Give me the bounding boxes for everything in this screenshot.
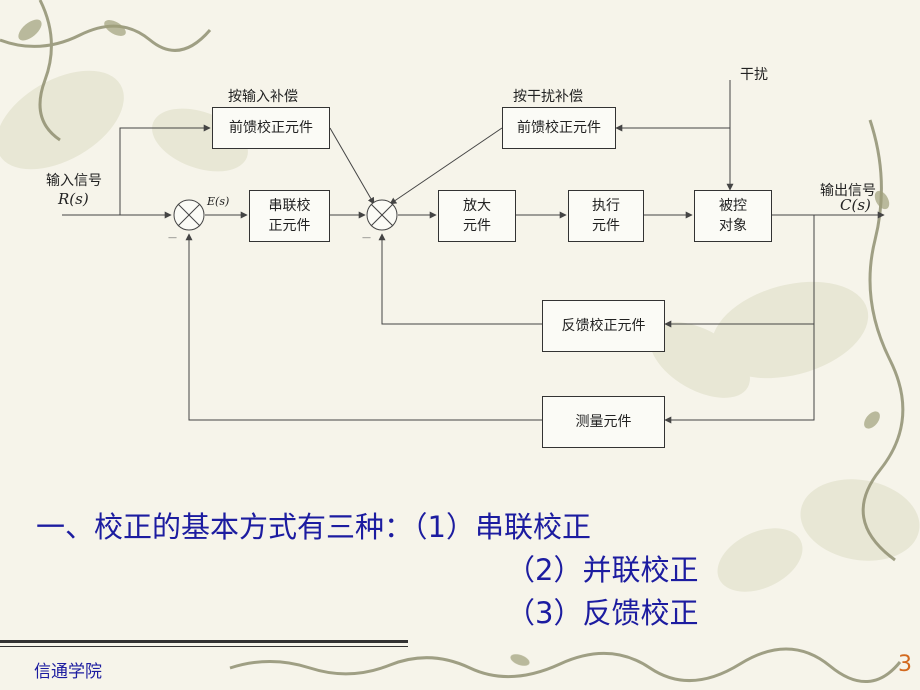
summing-junction-1 bbox=[173, 199, 205, 231]
block-actuator: 执行 元件 bbox=[568, 190, 644, 242]
error-variable: E(s) bbox=[207, 195, 230, 208]
content-line-1: 一、校正的基本方式有三种：（1）串联校正 bbox=[36, 510, 591, 544]
wire-measure-in bbox=[664, 324, 815, 424]
disturbance-compensation-title: 按干扰补偿 bbox=[513, 89, 583, 105]
summing-junction-2 bbox=[366, 199, 398, 231]
block-plant: 被控 对象 bbox=[694, 190, 772, 242]
minus-sign-2: — bbox=[362, 233, 371, 243]
block-series-compensator: 串联校 正元件 bbox=[249, 190, 330, 242]
content-line-3: （3）反馈校正 bbox=[506, 596, 699, 630]
block-feedforward-disturbance: 前馈校正元件 bbox=[502, 107, 616, 149]
footer-rule bbox=[0, 640, 408, 643]
wire-input-ff bbox=[119, 124, 211, 215]
footer-school: 信通学院 bbox=[34, 662, 102, 682]
wire-feedback-out bbox=[378, 233, 542, 325]
output-variable: C(s) bbox=[840, 196, 871, 214]
footer-rule-thin bbox=[0, 646, 408, 647]
block-feedback-compensator: 反馈校正元件 bbox=[542, 300, 665, 352]
output-signal-label: 输出信号 bbox=[820, 183, 876, 199]
wire-dist-ff-out bbox=[389, 127, 503, 205]
input-variable: R(s) bbox=[58, 190, 89, 208]
page-number: 3 bbox=[898, 652, 912, 677]
minus-sign-1: — bbox=[168, 233, 177, 243]
content-line-2: （2）并联校正 bbox=[506, 553, 699, 587]
block-feedforward-input: 前馈校正元件 bbox=[212, 107, 330, 149]
block-measurement: 测量元件 bbox=[542, 396, 665, 448]
input-signal-label: 输入信号 bbox=[46, 173, 102, 189]
wire-measure-out bbox=[185, 233, 542, 421]
input-compensation-title: 按输入补偿 bbox=[228, 89, 298, 105]
wire-input-ff-out bbox=[329, 127, 375, 205]
disturbance-label: 干扰 bbox=[740, 67, 768, 83]
block-amplifier: 放大 元件 bbox=[438, 190, 516, 242]
